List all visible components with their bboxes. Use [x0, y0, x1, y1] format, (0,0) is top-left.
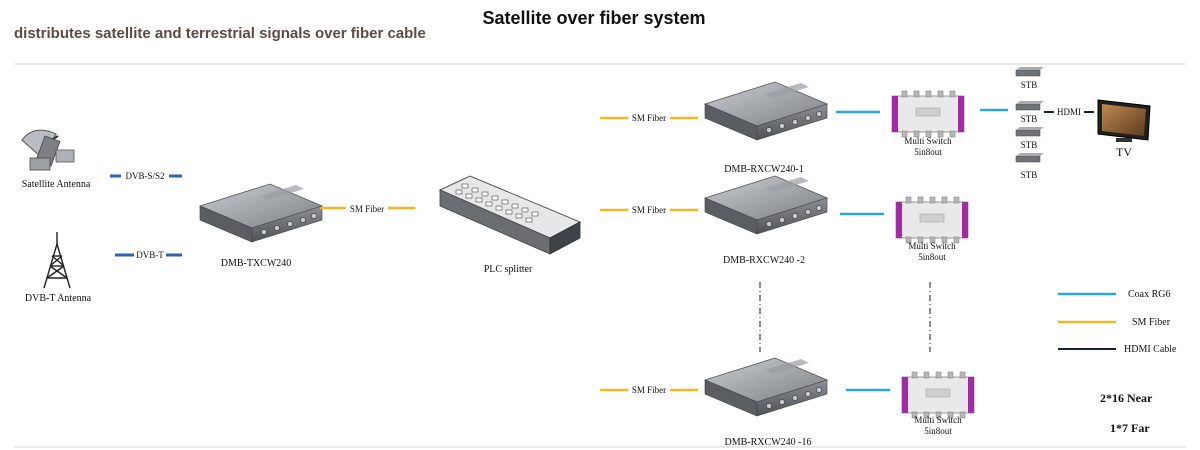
legend-fiber-label: SM Fiber [1132, 317, 1171, 328]
transmitter-device [199, 183, 323, 243]
multiswitch-1-label-line2: 5in8out [914, 147, 942, 157]
multiswitch-2-label-line1: Multi Switch [908, 241, 956, 251]
tv-icon [1097, 99, 1151, 142]
transmitter-label: DMB-TXCW240 [221, 258, 292, 269]
stb-label-2: STB [1021, 114, 1038, 124]
multiswitch-1-device [891, 90, 965, 138]
receiver-1-label: DMB-RXCW240-1 [724, 164, 803, 175]
stb-device-4 [1015, 152, 1045, 163]
stb-label-3: STB [1021, 140, 1038, 150]
legend: Coax RG6 SM Fiber HDMI Cable [1058, 289, 1177, 355]
receiver-1-device [704, 81, 828, 141]
legend-coax-label: Coax RG6 [1128, 289, 1171, 300]
page-title: Satellite over fiber system [482, 8, 705, 28]
capacity-near: 2*16 Near [1100, 391, 1153, 405]
stb-device-1 [1015, 66, 1045, 77]
stb-device-3 [1015, 126, 1045, 137]
stb-device-2 [1015, 100, 1045, 111]
dvb-s-link-label: DVB-S/S2 [125, 171, 164, 181]
legend-hdmi-label: HDMI Cable [1124, 344, 1177, 355]
receiver-2-label: DMB-RXCW240 -2 [723, 255, 805, 266]
plc-splitter-device [438, 175, 582, 255]
capacity-far: 1*7 Far [1110, 421, 1150, 435]
splitter-label: PLC splitter [484, 264, 533, 275]
satellite-antenna-label: Satellite Antenna [22, 179, 91, 190]
fiber-link-rx1-label: SM Fiber [632, 113, 666, 123]
page-subtitle: distributes satellite and terrestrial si… [14, 25, 426, 42]
fiber-link-tx-splitter-label: SM Fiber [350, 204, 384, 214]
fiber-link-rx2-label: SM Fiber [632, 205, 666, 215]
stb-label-4: STB [1021, 170, 1038, 180]
multiswitch-2-label-line2: 5in8out [918, 252, 946, 262]
multiswitch-1-label-line1: Multi Switch [904, 136, 952, 146]
multiswitch-16-device [901, 371, 975, 419]
tv-label: TV [1116, 145, 1132, 159]
stb-label-1: STB [1021, 80, 1038, 90]
dvbt-antenna-label: DVB-T Antenna [25, 293, 92, 304]
dvbt-antenna-icon [43, 232, 71, 289]
multiswitch-2-device [895, 196, 969, 244]
hdmi-link-label: HDMI [1057, 107, 1081, 117]
multiswitch-16-label-line2: 5in8out [924, 426, 952, 436]
receiver-16-device [704, 357, 828, 417]
fiber-link-rx16-label: SM Fiber [632, 385, 666, 395]
satellite-antenna-icon [21, 129, 75, 171]
multiswitch-16-label-line1: Multi Switch [914, 415, 962, 425]
dvb-t-link-label: DVB-T [136, 250, 164, 260]
receiver-2-device [704, 175, 828, 235]
receiver-16-label: DMB-RXCW240 -16 [725, 437, 812, 448]
